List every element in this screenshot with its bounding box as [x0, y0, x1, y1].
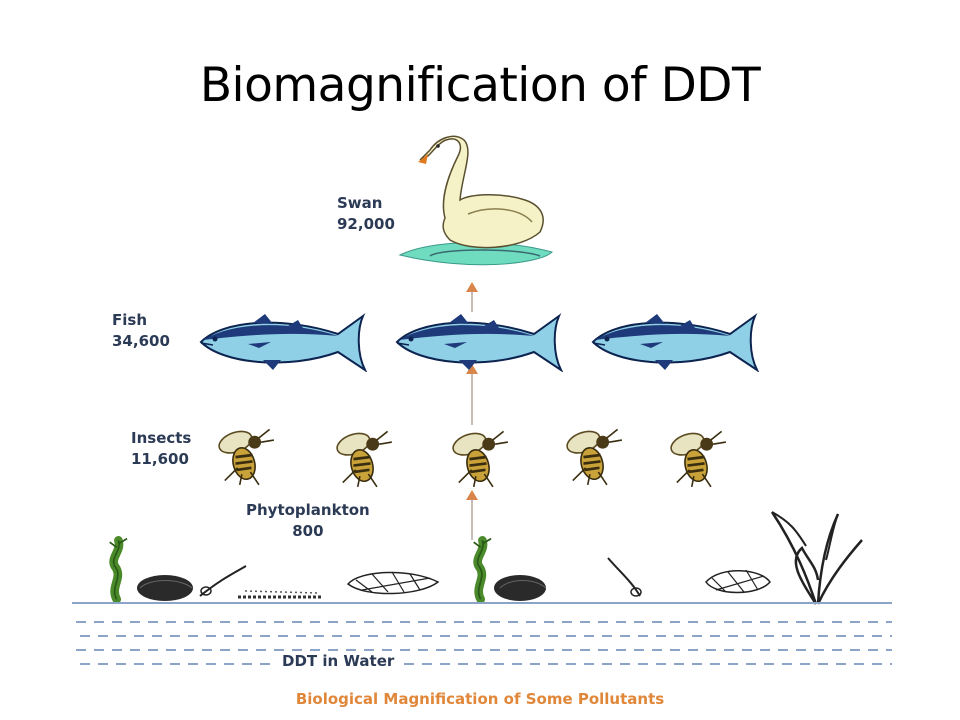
- insect-icon: [332, 427, 394, 489]
- figure-caption: Biological Magnification of Some Polluta…: [295, 690, 665, 708]
- water-label: DDT in Water: [278, 652, 399, 670]
- phytoplankton-name: Phytoplankton: [246, 501, 370, 519]
- swan-icon: [398, 135, 553, 266]
- swan-value: 92,000: [337, 215, 395, 233]
- insects-label: Insects 11,600: [131, 428, 191, 470]
- water-area: [72, 602, 892, 665]
- phytoplankton-label: Phytoplankton 800: [246, 500, 370, 542]
- seaweed-icon: [110, 539, 127, 600]
- fish-name: Fish: [112, 311, 147, 329]
- page-title: Biomagnification of DDT: [199, 58, 761, 113]
- fish-label: Fish 34,600: [112, 310, 170, 352]
- swan-name: Swan: [337, 194, 383, 212]
- insect-icon: [562, 425, 624, 487]
- seaweed-icon: [474, 539, 491, 600]
- insect-icon: [214, 425, 276, 487]
- arrow-fish-to-swan: [466, 282, 478, 312]
- fish-value: 34,600: [112, 332, 170, 350]
- arrow-insects-to-fish: [466, 364, 478, 425]
- insect-icon: [666, 427, 728, 489]
- phytoplankton-icon: [110, 511, 863, 605]
- arrow-phyto-to-insects: [466, 490, 478, 540]
- insects-name: Insects: [131, 429, 192, 447]
- fish-icon: [395, 312, 563, 372]
- fish-icon: [199, 312, 367, 372]
- insect-icon: [448, 427, 510, 489]
- phytoplankton-value: 800: [292, 522, 324, 540]
- swan-label: Swan 92,000: [337, 193, 395, 235]
- fish-icon: [591, 312, 759, 372]
- insects-value: 11,600: [131, 450, 189, 468]
